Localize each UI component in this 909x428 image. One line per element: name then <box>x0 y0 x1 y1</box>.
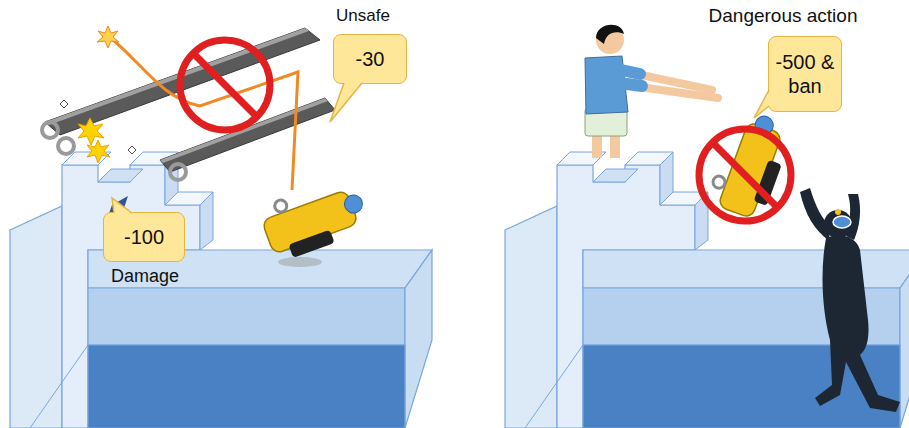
callout-bubble: Dangerous action-500 & ban <box>768 36 842 112</box>
diver <box>835 209 841 215</box>
person <box>612 82 642 86</box>
callout-heading: Damage <box>98 265 192 287</box>
callout-heading: Unsafe <box>318 5 408 27</box>
callout-tail <box>330 82 362 122</box>
cable <box>108 36 298 190</box>
callout-bubble: -100Damage <box>103 212 185 262</box>
person <box>596 25 624 44</box>
rov-robot <box>257 174 372 264</box>
callout-tail <box>754 90 770 118</box>
person <box>612 68 640 74</box>
callout-tail <box>112 198 132 214</box>
prohibition-sign <box>180 40 270 130</box>
callout-tail <box>330 83 362 122</box>
diver <box>815 235 900 412</box>
pool-structure <box>10 152 432 428</box>
callout-tail <box>754 90 770 118</box>
prohibition-sign <box>180 40 270 130</box>
callout-number: -500 & ban <box>775 50 835 98</box>
callout-number: -100 <box>124 225 164 249</box>
crane-arm <box>128 146 136 154</box>
callout-tail <box>112 198 132 213</box>
shadow <box>278 257 322 267</box>
diver <box>824 210 852 238</box>
callout-tail <box>754 90 769 118</box>
prohibition-sign <box>699 129 791 221</box>
spark <box>87 140 110 163</box>
spark <box>97 26 119 48</box>
callout-bubble: Unsafe-30 <box>333 34 407 84</box>
crane-arm <box>42 122 58 138</box>
callout-heading: Dangerous action <box>693 5 873 27</box>
pool-structure <box>505 152 909 428</box>
callout-number: -30 <box>356 47 385 71</box>
person <box>585 25 718 158</box>
crane-arm <box>58 138 74 154</box>
crane-arm <box>170 164 186 180</box>
spark <box>78 118 104 145</box>
crane-arm <box>60 100 68 108</box>
prohibition-sign <box>699 129 791 221</box>
prohibition-sign <box>713 143 777 207</box>
diver <box>833 216 851 228</box>
diver <box>800 188 900 412</box>
callout-tail <box>330 82 362 122</box>
spark <box>78 26 119 163</box>
prohibition-sign <box>193 53 257 117</box>
callout-tail <box>112 198 132 214</box>
